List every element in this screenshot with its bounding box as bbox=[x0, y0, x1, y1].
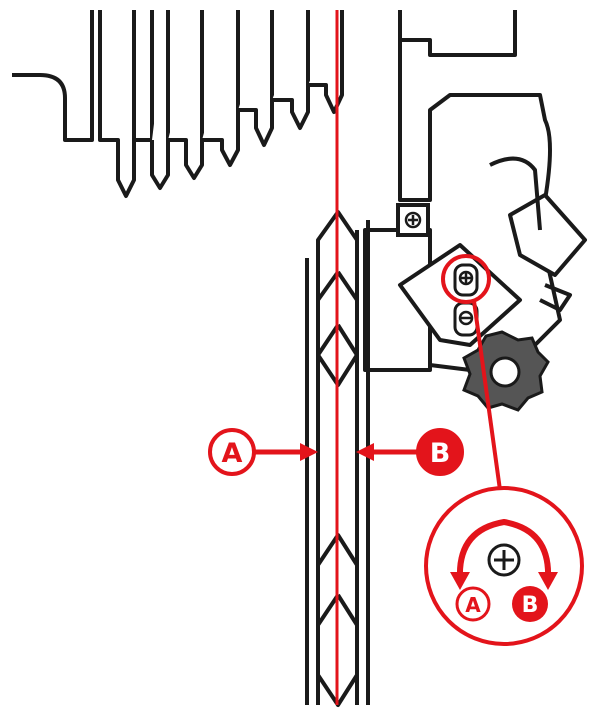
adjust-screw-icon bbox=[453, 263, 479, 337]
label-b: B bbox=[430, 438, 451, 469]
dial-screw-icon bbox=[487, 543, 521, 577]
label-a: A bbox=[222, 438, 243, 469]
derailleur-link bbox=[539, 283, 572, 312]
arrow-b bbox=[356, 428, 464, 476]
callout-leader bbox=[472, 300, 502, 491]
cog-tooth bbox=[150, 10, 170, 190]
cassette-cogs bbox=[12, 10, 344, 198]
cog-tooth bbox=[238, 10, 274, 147]
detail-dial bbox=[424, 486, 584, 646]
cog-tooth bbox=[272, 10, 310, 130]
label-a-circle bbox=[208, 428, 256, 476]
dial-label-b-circle bbox=[512, 586, 548, 622]
cog-tooth bbox=[308, 10, 344, 114]
rotation-arrow-left bbox=[450, 572, 470, 590]
arrow-a bbox=[208, 428, 318, 476]
cassette-hub-outline bbox=[12, 10, 94, 142]
dial-label-a: A bbox=[465, 593, 481, 617]
derailleur-curve-detail bbox=[489, 156, 542, 231]
dial-label-a-circle bbox=[455, 586, 491, 622]
callout-highlight bbox=[441, 254, 491, 304]
cog-tooth bbox=[202, 10, 240, 167]
dial-label-b: B bbox=[522, 593, 539, 618]
cog-tooth bbox=[98, 10, 154, 198]
top-screw-icon bbox=[396, 203, 430, 237]
cog-tooth bbox=[168, 10, 204, 180]
rotation-arrow-right bbox=[538, 572, 558, 590]
rotation-arc bbox=[456, 518, 552, 579]
derailleur-body bbox=[363, 10, 587, 372]
derailleur-top-clamp bbox=[398, 10, 517, 57]
